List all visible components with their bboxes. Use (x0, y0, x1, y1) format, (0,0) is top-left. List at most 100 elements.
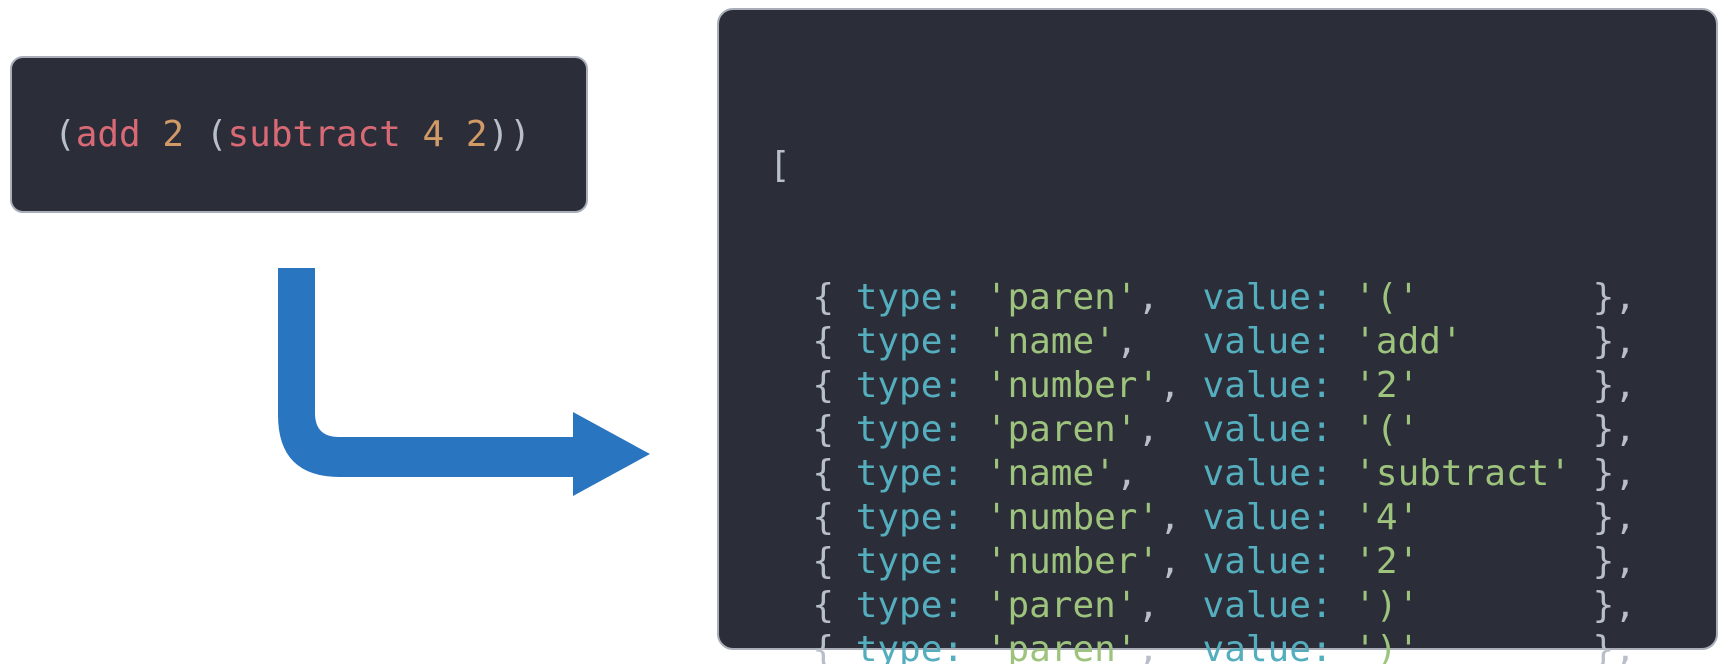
token-space (964, 453, 986, 494)
token-open-brace: { (769, 321, 856, 362)
token-row: { type: 'paren', value: ')' }, (769, 628, 1716, 664)
token-open-brace: { (769, 409, 856, 450)
token-close-brace: }, (1419, 585, 1637, 626)
token-type-key: type: (855, 453, 965, 494)
token-value-string: ')' (1354, 629, 1420, 664)
token-space (964, 365, 986, 406)
token-close-brace: }, (1419, 277, 1637, 318)
token-comma: , (1159, 497, 1203, 538)
token-rows: { type: 'paren', value: '(' }, { type: '… (769, 276, 1716, 664)
source-segment-name: subtract (227, 114, 401, 155)
token-row: { type: 'paren', value: ')' }, (769, 584, 1716, 628)
token-open-brace: { (769, 629, 856, 664)
tokens-array-panel: [ { type: 'paren', value: '(' }, { type:… (717, 8, 1718, 664)
token-type-string: 'paren' (985, 585, 1138, 626)
token-type-string: 'number' (985, 541, 1160, 582)
token-close-brace: }, (1419, 629, 1637, 664)
token-value-string: ')' (1354, 585, 1420, 626)
token-type-key: type: (855, 629, 965, 664)
source-segment-punct (444, 114, 466, 155)
token-value-string: '4' (1354, 497, 1420, 538)
token-open-brace: { (769, 365, 856, 406)
token-type-key: type: (855, 541, 965, 582)
token-value-key: value: (1202, 585, 1333, 626)
token-space (1333, 497, 1355, 538)
token-value-string: 'subtract' (1354, 453, 1571, 494)
token-value-string: 'add' (1354, 321, 1463, 362)
token-space (1333, 453, 1355, 494)
token-comma: , (1137, 629, 1203, 664)
token-value-key: value: (1202, 365, 1333, 406)
token-comma: , (1137, 277, 1203, 318)
token-type-key: type: (855, 277, 965, 318)
token-comma: , (1137, 409, 1203, 450)
token-space (964, 541, 986, 582)
source-segment-punct (141, 114, 163, 155)
token-value-key: value: (1202, 277, 1333, 318)
token-type-string: 'paren' (985, 409, 1138, 450)
token-space (964, 321, 986, 362)
token-type-string: 'number' (985, 497, 1160, 538)
source-segment-punct (401, 114, 423, 155)
token-comma: , (1159, 541, 1203, 582)
token-close-brace: }, (1419, 497, 1637, 538)
token-space (964, 585, 986, 626)
token-row: { type: 'number', value: '4' }, (769, 496, 1716, 540)
source-code-line: (add 2 (subtract 4 2)) (54, 114, 531, 155)
token-space (964, 277, 986, 318)
token-space (1333, 321, 1355, 362)
source-segment-number: 2 (162, 114, 185, 155)
source-segment-punct: ( (54, 114, 76, 155)
array-open-bracket: [ (769, 145, 791, 186)
token-space (964, 409, 986, 450)
token-open-brace: { (769, 585, 856, 626)
token-space (1333, 409, 1355, 450)
token-close-brace: }, (1419, 409, 1637, 450)
token-row: { type: 'name', value: 'add' }, (769, 320, 1716, 364)
token-close-brace: }, (1419, 365, 1637, 406)
token-value-key: value: (1202, 497, 1333, 538)
token-close-brace: }, (1462, 321, 1637, 362)
token-close-brace: }, (1419, 541, 1637, 582)
token-type-key: type: (855, 585, 965, 626)
token-space (964, 497, 986, 538)
token-type-key: type: (855, 321, 965, 362)
token-comma: , (1137, 585, 1203, 626)
source-segment-number: 2 (465, 114, 488, 155)
token-type-string: 'paren' (985, 629, 1138, 664)
token-type-key: type: (855, 409, 965, 450)
down-right-arrow-icon (278, 268, 650, 496)
source-segment-punct (184, 114, 206, 155)
token-value-key: value: (1202, 321, 1333, 362)
token-comma: , (1115, 321, 1203, 362)
token-value-key: value: (1202, 629, 1333, 664)
token-value-string: '2' (1354, 365, 1420, 406)
token-value-string: '(' (1354, 277, 1420, 318)
token-value-string: '2' (1354, 541, 1420, 582)
token-open-brace: { (769, 453, 856, 494)
token-value-string: '(' (1354, 409, 1420, 450)
token-open-brace: { (769, 277, 856, 318)
token-space (1333, 365, 1355, 406)
token-type-string: 'name' (985, 453, 1116, 494)
token-space (1333, 629, 1355, 664)
token-type-string: 'paren' (985, 277, 1138, 318)
token-open-brace: { (769, 541, 856, 582)
token-value-key: value: (1202, 409, 1333, 450)
token-row: { type: 'number', value: '2' }, (769, 540, 1716, 584)
token-value-key: value: (1202, 453, 1333, 494)
source-segment-number: 4 (422, 114, 445, 155)
token-type-string: 'name' (985, 321, 1116, 362)
token-type-key: type: (855, 365, 965, 406)
source-segment-punct: ( (205, 114, 228, 155)
token-row: { type: 'paren', value: '(' }, (769, 408, 1716, 452)
token-row: { type: 'number', value: '2' }, (769, 364, 1716, 408)
token-close-brace: }, (1571, 453, 1637, 494)
token-row: { type: 'paren', value: '(' }, (769, 276, 1716, 320)
source-code-panel: (add 2 (subtract 4 2)) (10, 56, 588, 213)
token-type-string: 'number' (985, 365, 1160, 406)
token-open-brace: { (769, 497, 856, 538)
token-space (1333, 541, 1355, 582)
token-type-key: type: (855, 497, 965, 538)
